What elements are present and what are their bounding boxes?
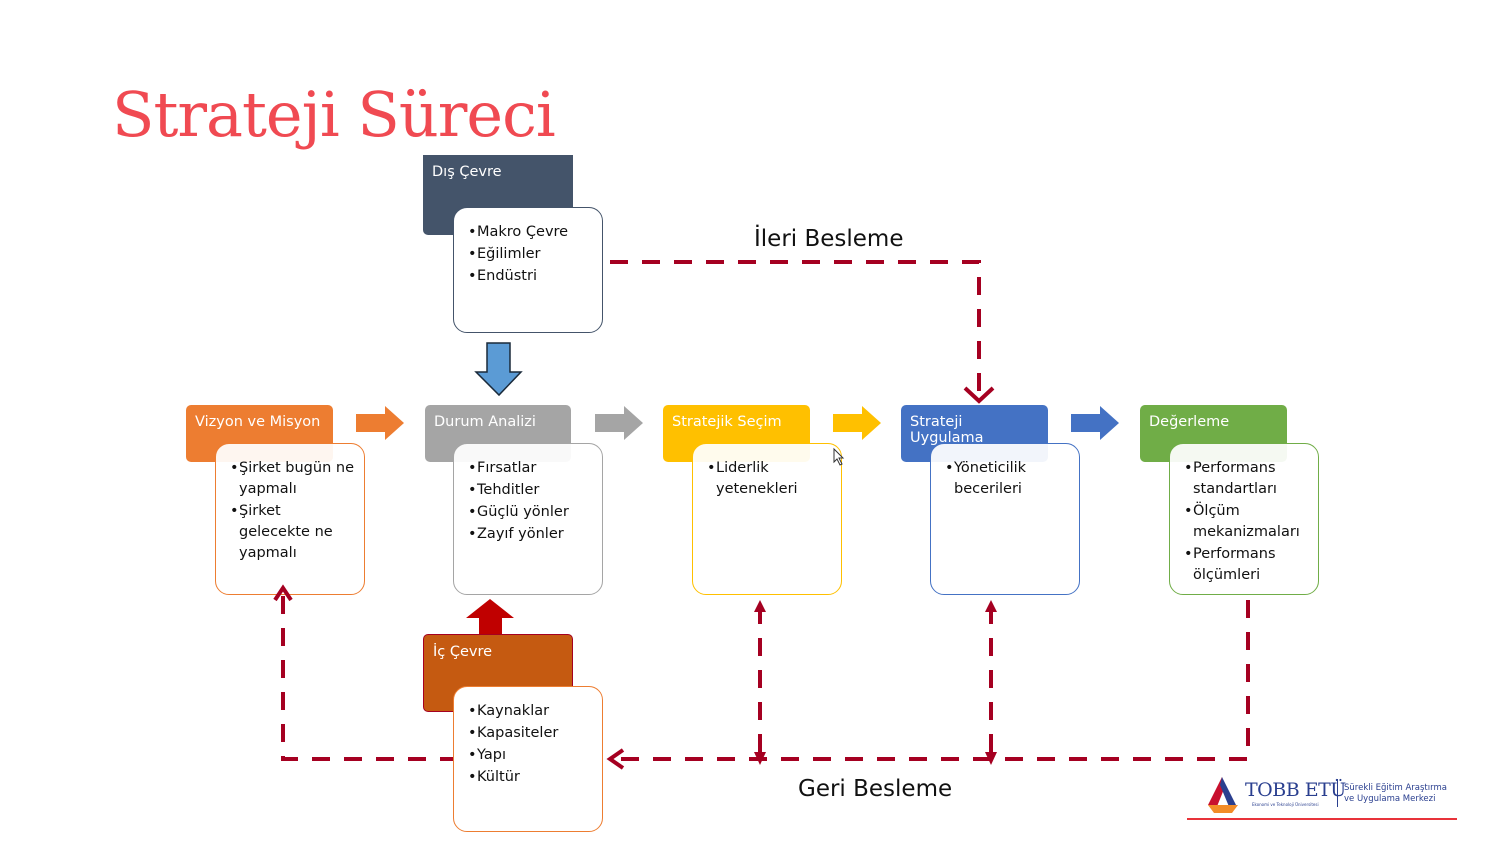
internal-environment-card: Kaynaklar Kapasiteler Yapı Kültür — [453, 686, 603, 832]
stage-title: Strateji Uygulama — [910, 414, 984, 446]
arrowhead-icon — [754, 752, 766, 765]
list-item: Güçlü yönler — [468, 502, 592, 523]
list-item: Zayıf yönler — [468, 524, 592, 545]
stage-title: Değerleme — [1149, 414, 1230, 430]
arrowhead-icon — [963, 386, 995, 404]
arrowhead-icon — [985, 600, 997, 612]
internal-environment-title: İç Çevre — [433, 644, 493, 660]
logo-subtitle: Ekonomi ve Teknoloji Üniversitesi — [1252, 802, 1319, 807]
list-item: Endüstri — [468, 266, 592, 287]
arrow-up-icon — [466, 599, 514, 634]
feedforward-line — [610, 260, 981, 398]
stage-title: Stratejik Seçim — [672, 414, 782, 430]
list-item: Performans ölçümleri — [1184, 544, 1308, 586]
stage-title: Durum Analizi — [434, 414, 536, 430]
logo-unit-line2: ve Uygulama Merkezi — [1344, 794, 1436, 804]
logo-divider — [1337, 779, 1338, 807]
list-item: Makro Çevre — [468, 222, 592, 243]
list-item: Fırsatlar — [468, 458, 592, 479]
logo-name: TOBB ETÜ — [1245, 779, 1346, 801]
arrow-right-icon — [356, 406, 404, 440]
external-environment-card: Makro Çevre Eğilimler Endüstri — [453, 207, 603, 333]
tobb-etu-logo: TOBB ETÜ Ekonomi ve Teknoloji Üniversite… — [1200, 773, 1460, 823]
list-item: Şirket gelecekte ne yapmalı — [230, 501, 354, 564]
slide-title: Strateji Süreci — [112, 78, 556, 151]
feedforward-label: İleri Besleme — [754, 226, 904, 252]
footer-divider — [1187, 818, 1457, 820]
mouse-cursor-icon — [833, 447, 845, 466]
feedback-line — [281, 595, 1250, 761]
list-item: Yöneticilik becerileri — [945, 458, 1069, 500]
list-item: Yapı — [468, 745, 592, 766]
list-item: Şirket bugün ne yapmalı — [230, 458, 354, 500]
list-item: Kapasiteler — [468, 723, 592, 744]
list-item: Kültür — [468, 767, 592, 788]
stage-title: Vizyon ve Misyon — [195, 414, 321, 430]
list-item: Eğilimler — [468, 244, 592, 265]
stage-situation-analysis-card: Fırsatlar Tehditler Güçlü yönler Zayıf y… — [453, 443, 603, 595]
list-item: Tehditler — [468, 480, 592, 501]
stage-strategic-choice-card: Liderlik yetenekleri — [692, 443, 842, 595]
arrow-right-icon — [833, 406, 881, 440]
arrowhead-icon — [754, 600, 766, 612]
stage-strategy-implementation-card: Yöneticilik becerileri — [930, 443, 1080, 595]
arrow-down-icon — [474, 342, 523, 397]
list-item: Kaynaklar — [468, 701, 592, 722]
arrowhead-icon — [985, 752, 997, 765]
arrowhead-icon — [606, 748, 625, 770]
feedback-label: Geri Besleme — [798, 776, 953, 802]
arrowhead-icon — [273, 584, 293, 602]
arrow-right-icon — [1071, 406, 1119, 440]
logo-mark-icon — [1208, 777, 1238, 813]
stage-vision-mission-card: Şirket bugün ne yapmalı Şirket gelecekte… — [215, 443, 365, 595]
external-environment-title: Dış Çevre — [432, 164, 502, 180]
list-item: Ölçüm mekanizmaları — [1184, 501, 1308, 543]
arrow-right-icon — [595, 406, 643, 440]
logo-unit-line1: Sürekli Eğitim Araştırma — [1344, 783, 1447, 793]
list-item: Liderlik yetenekleri — [707, 458, 831, 500]
list-item: Performans standartları — [1184, 458, 1308, 500]
stage-evaluation-card: Performans standartları Ölçüm mekanizmal… — [1169, 443, 1319, 595]
